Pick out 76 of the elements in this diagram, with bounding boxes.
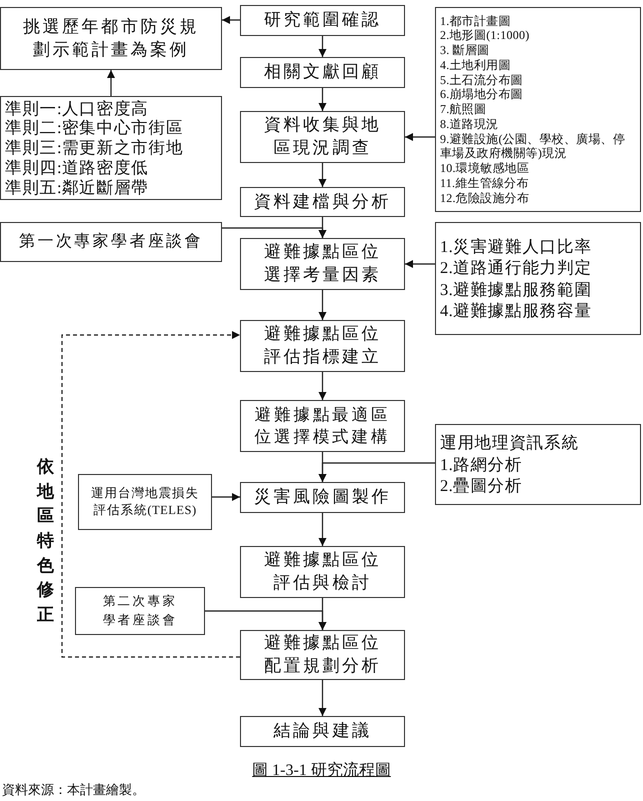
list-item: 1.路網分析	[440, 454, 522, 476]
list-item: 1.災害避難人口比率	[440, 236, 592, 258]
list-box	[0, 96, 222, 200]
box-label: 避難據點區位配置規劃分析	[262, 632, 382, 677]
process-box	[240, 716, 405, 747]
list-item: 2.地形圖(1:1000)	[440, 28, 530, 44]
box-label: 運用台灣地震損失評估系統(TELES)	[90, 485, 200, 519]
arrow	[61, 331, 240, 658]
box-label: 避難據點區位評估與檢討	[262, 549, 382, 594]
list-item: 準則三:需更新之市街地	[5, 138, 184, 158]
process-box	[240, 400, 405, 452]
list-item: 運用地理資訊系統	[440, 432, 579, 454]
box-label: 資料建檔與分析	[254, 190, 391, 213]
list-item: 12.危險設施分布	[440, 190, 530, 206]
box-label: 避難據點區位選擇考量因素	[262, 241, 382, 286]
process-box	[240, 482, 405, 513]
arrow	[318, 462, 435, 482]
box-label: 結論與建議	[274, 720, 372, 742]
process-box	[0, 222, 222, 262]
process-box	[240, 187, 405, 217]
list-box	[435, 222, 641, 335]
list-item: 2.疊圖分析	[440, 475, 522, 497]
arrow	[205, 610, 326, 630]
list-item: 8.道路現況	[440, 116, 498, 132]
list-item: 9.避難設施(公園、學校、廣場、停車場及政府機關等)現況	[440, 132, 626, 162]
figure-caption: 圖 1-3-1 研究流程圖	[252, 762, 391, 779]
list-item: 準則一:人口密度高	[5, 98, 149, 118]
process-box	[0, 7, 222, 70]
list-item: 4.土地利用圖	[440, 58, 511, 73]
list-item: 11.維生管線分布	[440, 176, 529, 191]
list-item: 準則五:鄰近斷層帶	[5, 178, 149, 198]
list-box	[435, 7, 641, 212]
arrow	[318, 372, 326, 400]
list-item: 3. 斷層圖	[440, 43, 490, 58]
list-item: 6.崩塌地分布圖	[440, 87, 523, 102]
box-label: 第一次專家學者座談會	[19, 232, 203, 252]
arrow	[107, 70, 115, 96]
process-box	[240, 238, 405, 290]
arrow	[212, 493, 240, 501]
list-item: 5.土石流分布圖	[440, 72, 523, 88]
box-label: 避難據點最適區位選擇模式建構	[253, 404, 392, 448]
arrow	[318, 680, 326, 716]
box-label: 第二次專家學者座談會	[102, 593, 178, 629]
process-box	[75, 587, 205, 635]
process-box	[240, 111, 405, 163]
arrow	[318, 513, 326, 546]
process-box	[78, 474, 212, 530]
list-item: 3.避難據點服務範圍	[440, 278, 592, 300]
list-item: 準則四:道路密度低	[5, 158, 149, 178]
process-box	[240, 5, 405, 36]
process-box	[240, 546, 405, 598]
arrow	[318, 88, 326, 111]
list-item: 準則二:密集中心市街區	[5, 118, 184, 138]
box-label: 研究範圍確認	[264, 9, 382, 32]
arrow	[222, 16, 240, 24]
box-label: 避難據點區位評估指標建立	[262, 323, 382, 368]
arrow	[222, 227, 326, 238]
box-label: 相關文獻回顧	[264, 61, 382, 84]
arrow	[405, 133, 435, 141]
box-label: 挑選歷年都市防災規劃示範計畫為案例	[22, 16, 200, 60]
source-note: 資料來源：本計畫繪製。	[2, 781, 145, 799]
list-item: 7.航照圖	[440, 102, 486, 117]
list-item: 10.環境敏感地區	[440, 161, 530, 176]
arrow	[318, 290, 326, 320]
box-label: 資料收集與地區現況調查	[262, 114, 382, 159]
box-label: 災害風險圖製作	[254, 486, 391, 508]
list-item: 4.避難據點服務容量	[440, 300, 592, 322]
arrow	[318, 163, 326, 187]
process-box	[240, 630, 405, 680]
list-item: 1.都市計畫圖	[440, 14, 511, 28]
process-box	[240, 320, 405, 372]
process-box	[240, 57, 405, 88]
arrow	[318, 36, 326, 57]
list-box	[435, 424, 641, 505]
arrow	[405, 260, 435, 268]
list-item: 2.道路通行能力判定	[440, 257, 592, 278]
